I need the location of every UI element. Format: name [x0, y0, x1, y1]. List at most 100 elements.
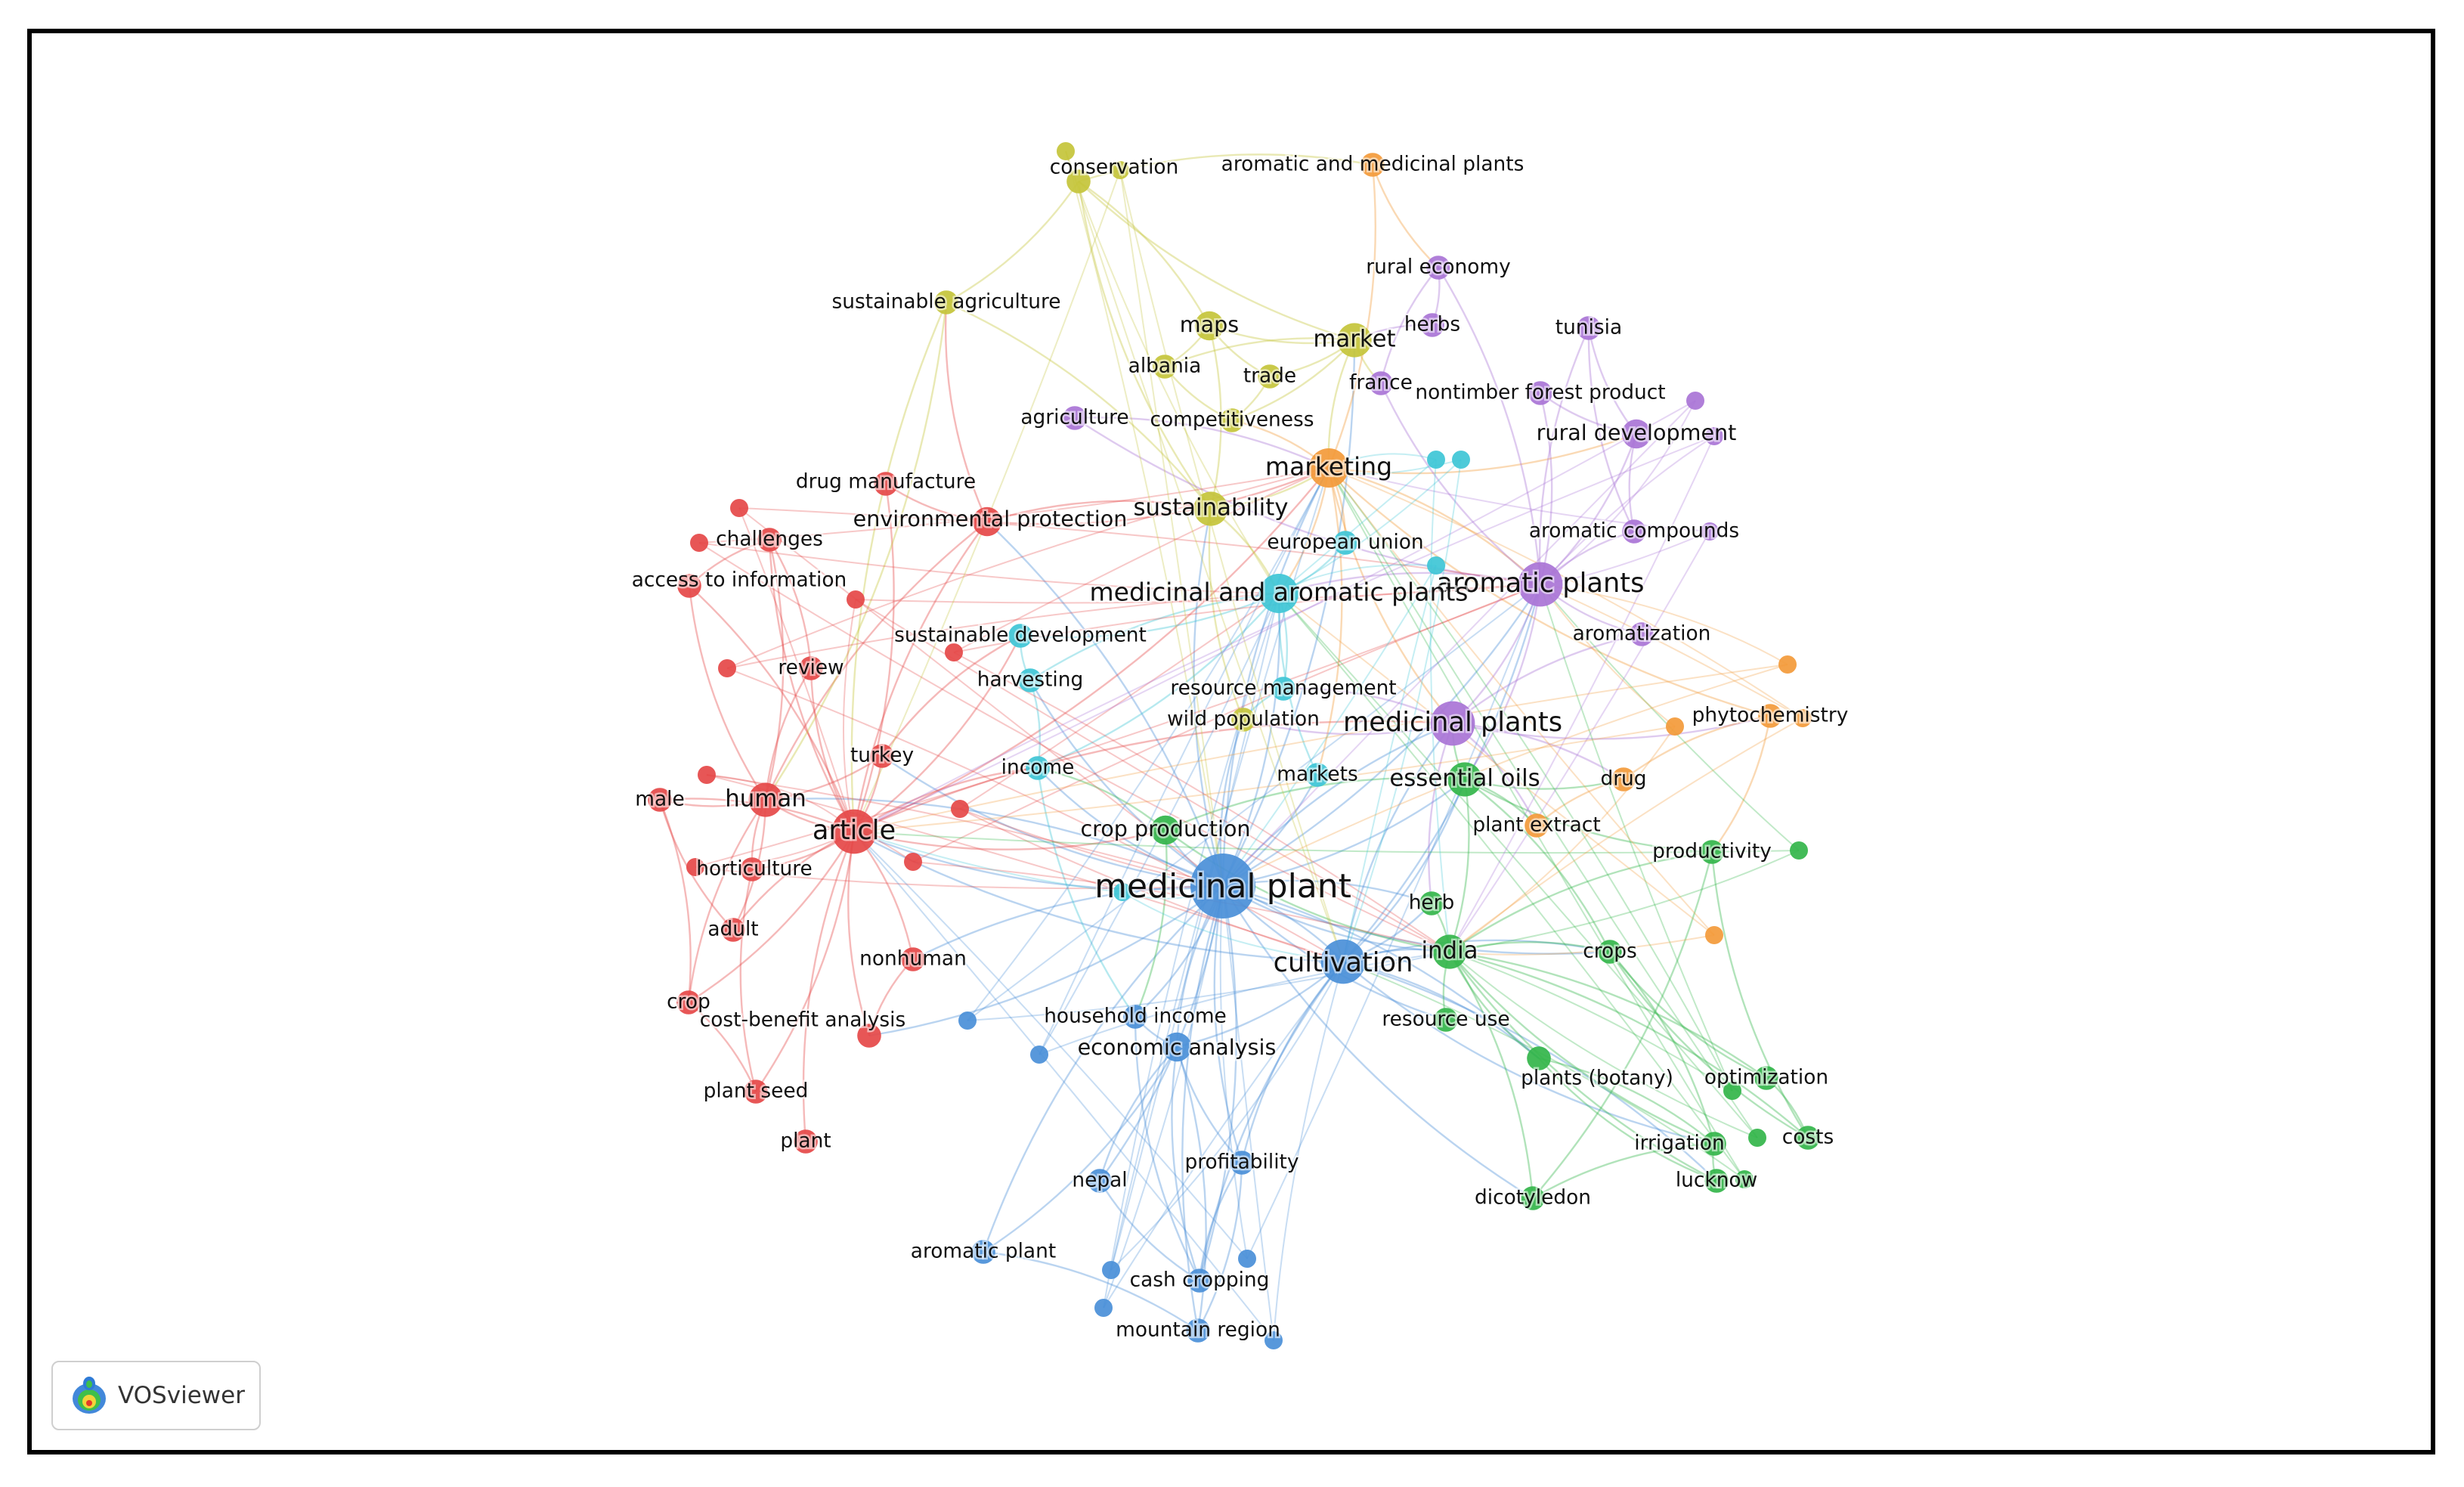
- node-nepal[interactable]: [1088, 1169, 1112, 1193]
- node-aromatic-and-medicinal-plants[interactable]: [1360, 153, 1385, 177]
- label-nontimber-forest-product: nontimber forest product: [1415, 381, 1665, 404]
- node-competitiveness[interactable]: [1220, 408, 1244, 432]
- node-economic-analysis[interactable]: [1162, 1032, 1192, 1062]
- label-aromatic-and-medicinal-plants: aromatic and medicinal plants: [1221, 153, 1525, 176]
- link-marketing-aromatic-plants: [1328, 466, 1541, 585]
- node-irrigation[interactable]: [1702, 1132, 1726, 1156]
- node-conservation[interactable]: [1066, 169, 1091, 194]
- node-rural-economy[interactable]: [1426, 256, 1450, 280]
- node-cost-benefit-analysis[interactable]: [857, 1024, 881, 1048]
- node-dicotyledon[interactable]: [1521, 1186, 1545, 1210]
- node-cash-cropping[interactable]: [1187, 1269, 1212, 1293]
- extra-link: [1110, 593, 1280, 1271]
- extra-link: [1449, 726, 1676, 953]
- extra-link: [1103, 961, 1344, 1309]
- node-male[interactable]: [648, 788, 672, 812]
- link-medicinal-plant-turkey: [881, 755, 1224, 888]
- node-unlabelled: [945, 643, 963, 661]
- link-medicinal-plant-profitability: [1213, 885, 1243, 1163]
- node-agriculture[interactable]: [1063, 406, 1087, 430]
- node-crop-production[interactable]: [1150, 815, 1181, 845]
- node-essential-oils[interactable]: [1447, 762, 1482, 797]
- node-crop[interactable]: [676, 990, 701, 1015]
- extra-link: [726, 593, 1280, 669]
- node-aromatic-compounds[interactable]: [1622, 519, 1646, 544]
- link-horticulture-plant-seed: [739, 869, 757, 1092]
- link-market-maps: [1209, 324, 1355, 345]
- node-plant-seed[interactable]: [744, 1080, 768, 1104]
- node-crops[interactable]: [1598, 940, 1622, 964]
- node-optimization[interactable]: [1754, 1066, 1778, 1090]
- node-herb[interactable]: [1419, 891, 1444, 915]
- node-turkey[interactable]: [870, 744, 894, 768]
- link-india-dicotyledon: [1448, 951, 1534, 1199]
- node-mountain-region[interactable]: [1186, 1318, 1210, 1343]
- node-horticulture[interactable]: [740, 857, 764, 881]
- node-environmental-protection[interactable]: [972, 507, 1002, 537]
- label-medicinal-and-aromatic-plants: medicinal and aromatic plants: [1090, 578, 1469, 607]
- node-sustainable-development[interactable]: [1008, 624, 1032, 648]
- node-marketing[interactable]: [1309, 448, 1348, 488]
- node-plant-extract[interactable]: [1525, 813, 1549, 838]
- node-india[interactable]: [1432, 934, 1467, 969]
- node-markets[interactable]: [1305, 763, 1330, 787]
- node-adult[interactable]: [721, 918, 745, 942]
- extra-link: [853, 831, 1248, 1259]
- node-challenges[interactable]: [757, 528, 782, 552]
- node-nontimber-forest-product[interactable]: [1528, 381, 1552, 405]
- node-nonhuman[interactable]: [901, 947, 925, 971]
- node-medicinal-plants[interactable]: [1430, 701, 1475, 746]
- link-india-productivity: [1449, 850, 1713, 953]
- node-household-income[interactable]: [1123, 1005, 1147, 1029]
- node-cultivation[interactable]: [1320, 939, 1366, 984]
- node-france[interactable]: [1369, 371, 1393, 395]
- node-sustainable-agriculture[interactable]: [934, 290, 958, 314]
- link-medicinal-plant-mountain-region: [1181, 885, 1224, 1331]
- extra-link: [843, 599, 856, 832]
- node-review[interactable]: [799, 656, 823, 680]
- node-aromatic-plant[interactable]: [971, 1240, 995, 1264]
- node-trade[interactable]: [1258, 364, 1282, 389]
- link-environmental-protection-sustainability: [986, 500, 1212, 523]
- node-resource-management[interactable]: [1271, 677, 1295, 701]
- node-aromatic-plants[interactable]: [1518, 562, 1563, 607]
- label-plant-seed: plant seed: [704, 1080, 809, 1103]
- node-albania[interactable]: [1153, 355, 1177, 379]
- link-crop-production-income: [1037, 767, 1166, 831]
- node-market[interactable]: [1337, 323, 1372, 358]
- node-human[interactable]: [748, 782, 783, 817]
- link-productivity-costs: [1710, 851, 1809, 1138]
- node-rural-development[interactable]: [1621, 419, 1651, 449]
- extra-link: [1540, 584, 1733, 1092]
- extra-link: [1119, 169, 1224, 887]
- node-tunisia[interactable]: [1577, 316, 1601, 340]
- node-sustainability[interactable]: [1193, 491, 1228, 526]
- link-sustainable-agriculture-sustainability: [946, 301, 1212, 510]
- node-drug[interactable]: [1611, 767, 1636, 792]
- node-access-to-information[interactable]: [677, 574, 701, 598]
- node-plant[interactable]: [794, 1129, 818, 1154]
- node-harvesting[interactable]: [1018, 668, 1042, 692]
- node-lucknow[interactable]: [1704, 1169, 1729, 1193]
- node-medicinal-plant[interactable]: [1190, 853, 1255, 919]
- link-tunisia-aromatic-compounds: [1587, 327, 1636, 532]
- node-unlabelled: [1701, 522, 1719, 541]
- node-profitability[interactable]: [1230, 1151, 1254, 1175]
- node-drug-manufacture[interactable]: [874, 472, 898, 496]
- node-plants-botany[interactable]: [1527, 1046, 1551, 1070]
- node-productivity[interactable]: [1700, 840, 1724, 864]
- node-medicinal-and-aromatic-plants[interactable]: [1259, 574, 1299, 613]
- node-herbs[interactable]: [1420, 313, 1444, 337]
- node-wild-population[interactable]: [1231, 708, 1255, 732]
- node-income[interactable]: [1026, 756, 1050, 780]
- node-costs[interactable]: [1796, 1126, 1820, 1150]
- node-european-union[interactable]: [1333, 531, 1357, 555]
- node-article[interactable]: [831, 809, 877, 854]
- link-market-albania: [1164, 337, 1355, 368]
- node-aromatization[interactable]: [1630, 622, 1654, 646]
- node-phytochemistry[interactable]: [1758, 704, 1782, 728]
- node-resource-use[interactable]: [1434, 1008, 1458, 1032]
- node-maps[interactable]: [1194, 311, 1224, 341]
- label-optimization: optimization: [1704, 1066, 1828, 1089]
